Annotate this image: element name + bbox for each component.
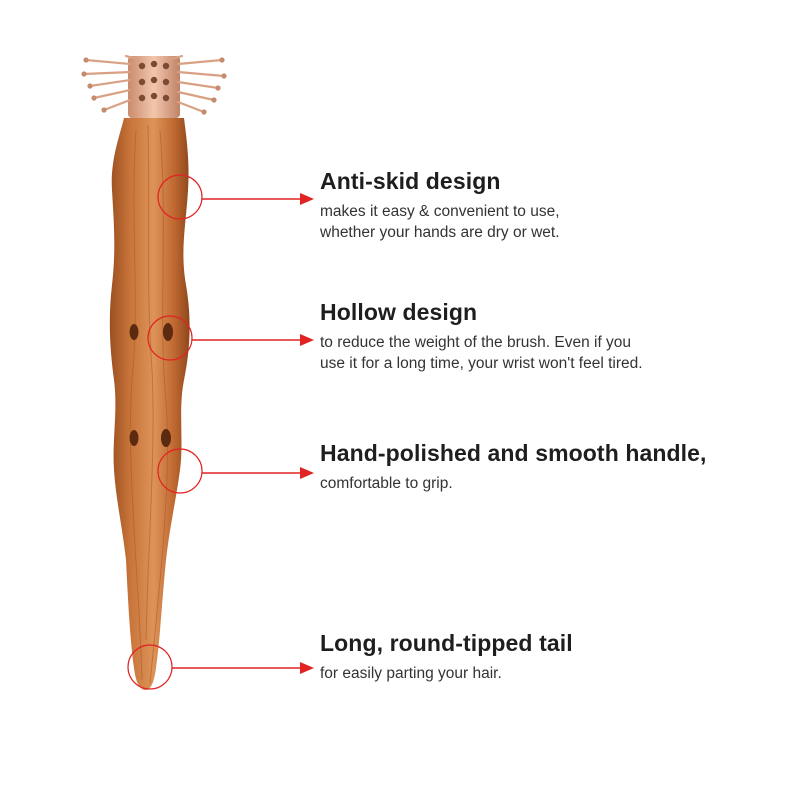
feature-round-tail: Long, round-tipped tail for easily parti… [320, 630, 573, 684]
callout-circle-3 [157, 448, 203, 494]
arrow-2 [192, 334, 314, 346]
feature-title: Hand-polished and smooth handle, [320, 440, 707, 466]
feature-description: makes it easy & convenient to use, wheth… [320, 201, 560, 243]
barrel-holes [138, 60, 170, 102]
feature-title: Long, round-tipped tail [320, 630, 573, 656]
feature-title: Hollow design [320, 299, 478, 325]
bristle-head [81, 54, 227, 118]
wood-grain [129, 124, 169, 685]
barrel [128, 56, 180, 118]
handle-holes [129, 323, 173, 447]
bristles [82, 54, 226, 114]
feature-line: for easily parting your hair. [320, 665, 502, 682]
feature-description: to reduce the weight of the brush. Even … [320, 332, 643, 374]
callout-arrows [172, 193, 314, 674]
feature-anti-skid: Anti-skid design makes it easy & conveni… [320, 168, 560, 243]
callout-circle-4 [127, 644, 173, 690]
wooden-handle [109, 118, 190, 690]
arrow-3 [202, 467, 314, 479]
callout-circle-1 [157, 174, 203, 220]
feature-title: Anti-skid design [320, 168, 501, 194]
feature-hollow: Hollow design to reduce the weight of th… [320, 299, 643, 374]
feature-line: whether your hands are dry or wet. [320, 224, 560, 241]
bristle-tips [81, 57, 227, 115]
feature-description: for easily parting your hair. [320, 663, 573, 684]
feature-line: to reduce the weight of the brush. Even … [320, 334, 632, 351]
arrow-1 [202, 193, 314, 205]
feature-line: comfortable to grip. [320, 475, 453, 492]
callout-circles [127, 174, 203, 690]
feature-line: use it for a long time, your wrist won't… [320, 355, 643, 372]
feature-line: makes it easy & convenient to use, [320, 203, 560, 220]
feature-description: comfortable to grip. [320, 473, 707, 494]
feature-polished-handle: Hand-polished and smooth handle, comfort… [320, 440, 707, 494]
callout-circle-2 [147, 315, 193, 361]
arrow-4 [172, 662, 314, 674]
